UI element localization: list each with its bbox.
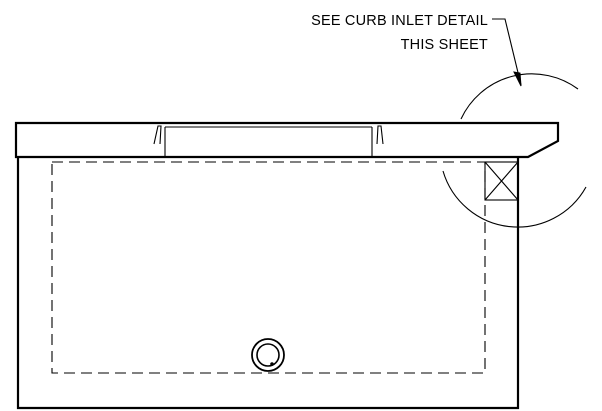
curb-inlet-opening <box>153 125 384 156</box>
hidden-inner-wall <box>51 161 486 374</box>
drain-cover-icon <box>251 338 285 372</box>
corner-post-x <box>484 161 519 201</box>
detail-callout-circle <box>442 73 587 228</box>
inlet-box-outline <box>16 157 520 410</box>
curb-outline <box>14 121 560 159</box>
callout-leader <box>492 18 522 87</box>
callout-note-line-1: SEE CURB INLET DETAIL <box>311 13 488 29</box>
callout-note-line-2: THIS SHEET <box>401 37 488 53</box>
